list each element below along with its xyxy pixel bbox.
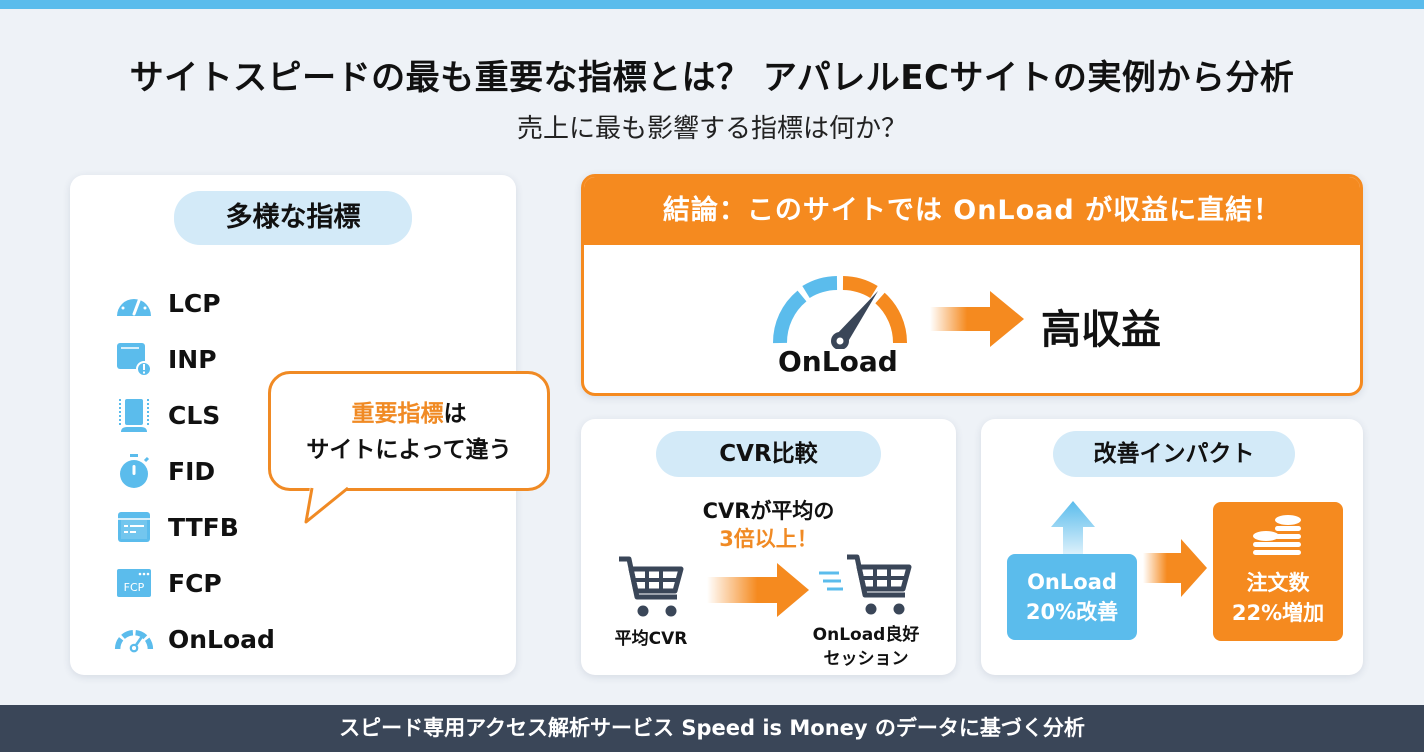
cvr-headline: CVRが平均の bbox=[702, 499, 835, 523]
metric-label: INP bbox=[168, 344, 217, 374]
metric-item-fcp: FCP FCP bbox=[114, 555, 275, 611]
layout-shift-icon bbox=[114, 395, 154, 435]
speech-bubble: 重要指標は サイトによって違う bbox=[268, 371, 550, 491]
metrics-card-title: 多様な指標 bbox=[174, 191, 412, 245]
metric-label: TTFB bbox=[168, 512, 239, 542]
fcp-window-icon: FCP bbox=[114, 563, 154, 603]
page-subtitle: 売上に最も影響する指標は何か？ bbox=[516, 114, 907, 144]
metric-item-cls: CLS bbox=[114, 387, 275, 443]
top-accent-bar bbox=[0, 0, 1424, 9]
impact-card-title: 改善インパクト bbox=[1053, 431, 1295, 477]
shopping-cart-icon bbox=[619, 556, 684, 617]
speedometer-icon bbox=[114, 619, 154, 659]
metric-item-ttfb: TTFB bbox=[114, 499, 275, 555]
conclusion-header: 結論：このサイトでは OnLoad が収益に直結！ bbox=[584, 177, 1360, 245]
conclusion-card: 結論：このサイトでは OnLoad が収益に直結！ OnLoad 高収益 bbox=[581, 174, 1363, 396]
footer-banner: スピード専用アクセス解析サービス Speed is Money のデータに基づく… bbox=[0, 705, 1424, 752]
onload-improvement-box: OnLoad 20%改善 bbox=[1007, 554, 1137, 640]
arrow-right-icon bbox=[930, 291, 1024, 347]
metric-label: OnLoad bbox=[168, 624, 275, 654]
metric-item-lcp: LCP bbox=[114, 275, 275, 331]
bubble-text-1: は bbox=[443, 401, 467, 427]
gauge-icon bbox=[114, 283, 154, 323]
cvr-multiplier: 3倍以上！ bbox=[719, 527, 818, 551]
fast-shopping-cart-icon bbox=[819, 554, 912, 615]
bubble-tail bbox=[304, 486, 350, 524]
arrow-right-icon bbox=[1143, 539, 1207, 597]
orders-increase-box: 注文数 22%増加 bbox=[1213, 502, 1343, 641]
cvr-comparison-card: CVR比較 CVRが平均の 3倍以上！ 平均CVR OnLoad良好 セッション bbox=[581, 419, 956, 675]
cvr-card-title: CVR比較 bbox=[656, 431, 881, 477]
speedometer-gauge-icon bbox=[772, 276, 908, 349]
page-title: サイトスピードの最も重要な指標とは？ アパレルECサイトの実例から分析 bbox=[129, 58, 1295, 98]
onload-improvement-line2: 20%改善 bbox=[1025, 600, 1119, 624]
orders-increase-line1: 注文数 bbox=[1246, 571, 1310, 595]
onload-good-label-line2: セッション bbox=[823, 649, 909, 669]
gauge-label: OnLoad bbox=[778, 345, 898, 378]
bubble-text-2: サイトによって違う bbox=[306, 437, 512, 463]
window-alert-icon bbox=[114, 339, 154, 379]
browser-list-icon bbox=[114, 507, 154, 547]
average-cvr-label: 平均CVR bbox=[614, 629, 688, 649]
metric-item-inp: INP bbox=[114, 331, 275, 387]
metric-label: FCP bbox=[168, 568, 222, 598]
stopwatch-icon bbox=[114, 451, 154, 491]
arrow-up-icon bbox=[1051, 501, 1095, 555]
onload-good-label: OnLoad良好 セッション bbox=[801, 623, 931, 671]
coins-icon bbox=[1253, 515, 1301, 555]
improvement-impact-card: 改善インパクト OnLoad 20%改善 注文数 22%増加 bbox=[981, 419, 1363, 675]
metric-item-onload: OnLoad bbox=[114, 611, 275, 667]
svg-text:FCP: FCP bbox=[124, 581, 145, 594]
bubble-highlight: 重要指標 bbox=[351, 401, 444, 427]
metric-label: CLS bbox=[168, 400, 221, 430]
high-revenue-label: 高収益 bbox=[1041, 307, 1161, 353]
onload-good-label-line1: OnLoad良好 bbox=[812, 625, 920, 645]
onload-improvement-line1: OnLoad bbox=[1027, 570, 1117, 594]
metric-label: LCP bbox=[168, 288, 221, 318]
metric-list: LCP INP CLS FID TTFB bbox=[114, 275, 275, 667]
metric-label: FID bbox=[168, 456, 216, 486]
metric-item-fid: FID bbox=[114, 443, 275, 499]
orders-increase-line2: 22%増加 bbox=[1231, 601, 1325, 625]
arrow-right-icon bbox=[707, 563, 809, 617]
